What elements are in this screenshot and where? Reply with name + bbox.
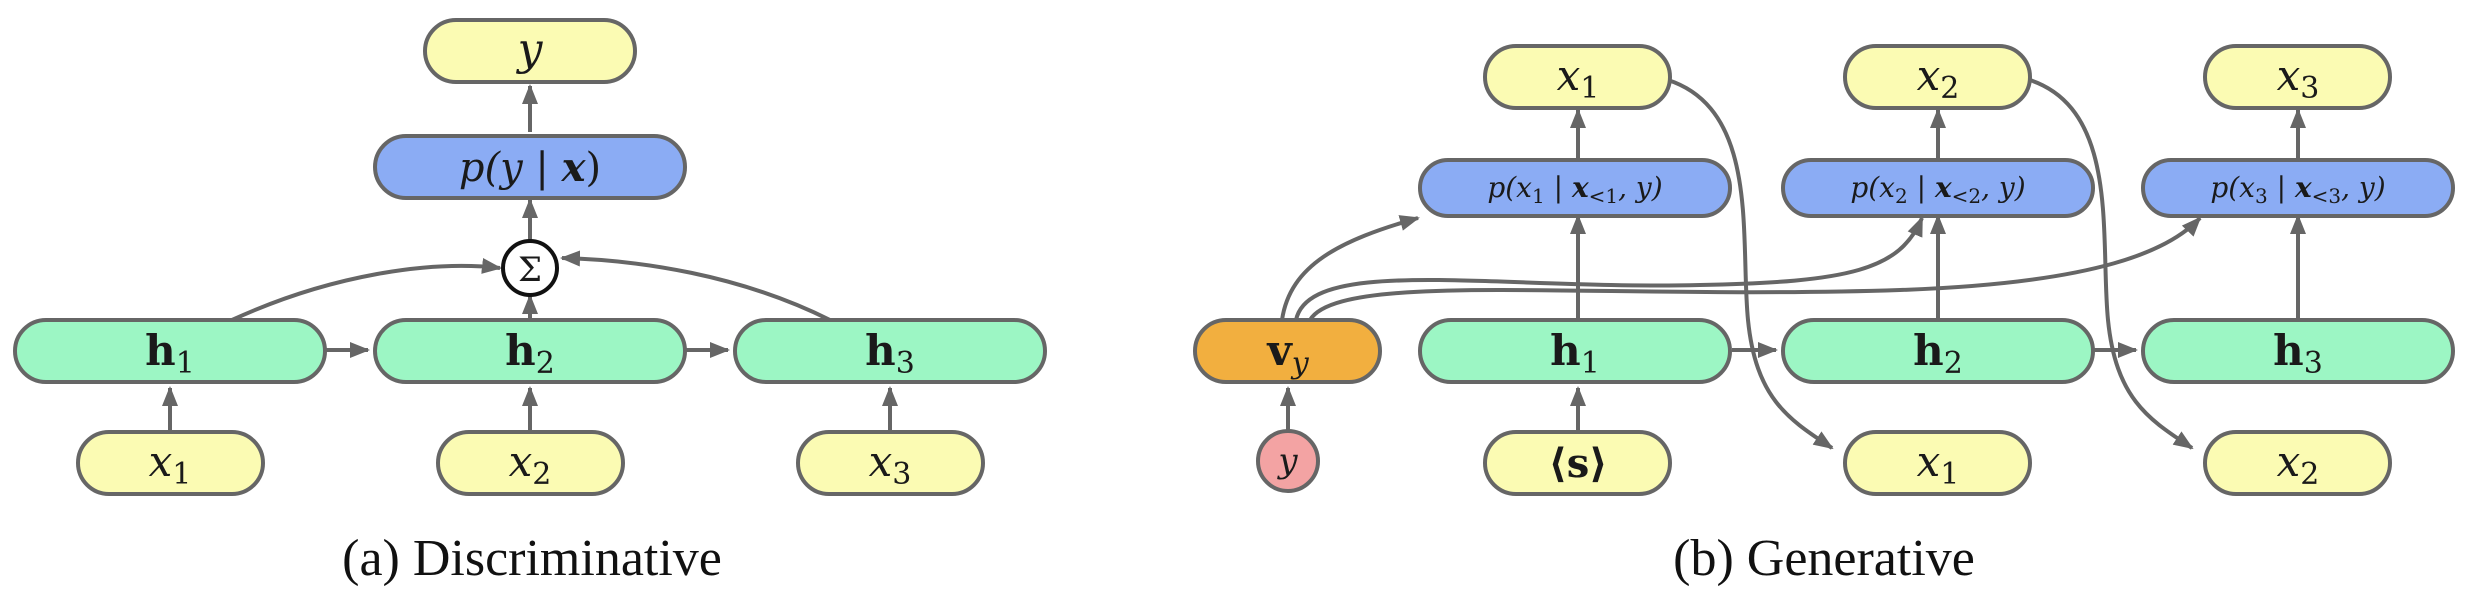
node-a-x1 [76, 430, 265, 496]
edge-h1-sum [231, 258, 502, 322]
node-b-out-x3-label: x3 [2277, 51, 2320, 106]
node-b-p3-label: p(x3 | x<3, y) [2210, 171, 2385, 208]
node-b-in-x1-label: x1 [1917, 437, 1960, 492]
panel-a-edges [162, 84, 898, 430]
node-b-label-input-label: y [1276, 441, 1298, 481]
panel-b-outputs: x1 x2 x3 [1483, 44, 2392, 110]
node-a-x1-label: x1 [149, 437, 192, 492]
node-b-p1 [1418, 158, 1732, 218]
panel-b: x1 x2 x3 p(x1 | x<1, y) p(x2 | x<2, y) p… [1193, 44, 2455, 587]
node-b-out-x2-label: x2 [1917, 51, 1960, 106]
panel-a: y p(y | x) Σ h1 h2 h3 x1 x2 x3 (a) Discr… [13, 18, 1047, 587]
panel-a-hidden: h1 h2 h3 [13, 318, 1047, 384]
node-b-h3-label: h3 [2273, 326, 2323, 381]
node-b-in-x2 [2203, 430, 2392, 496]
node-b-p2 [1781, 158, 2095, 218]
panel-a-caption: (a) Discriminative [342, 530, 722, 587]
node-b-label-input [1256, 429, 1320, 493]
node-a-h1 [13, 318, 327, 384]
node-b-h2 [1781, 318, 2095, 384]
node-b-h3 [2141, 318, 2455, 384]
node-b-in-start [1483, 430, 1672, 496]
panel-a-inputs: x1 x2 x3 [76, 430, 985, 496]
node-a-prob-label: p(y | x) [459, 144, 601, 191]
node-b-p1-label: p(x1 | x<1, y) [1487, 171, 1662, 208]
node-b-label-embedding-label: vy [1266, 326, 1309, 381]
panel-b-hidden: h1 h2 h3 [1418, 318, 2455, 384]
panel-b-inputs: ⟨s⟩ x1 x2 [1483, 430, 2392, 496]
node-b-in-x1 [1843, 430, 2032, 496]
node-b-in-start-label: ⟨s⟩ [1548, 440, 1607, 487]
edge-x1-next [1667, 78, 1834, 450]
node-b-h1 [1418, 318, 1732, 384]
node-b-label-embedding [1193, 318, 1382, 384]
node-b-out-x1 [1483, 44, 1672, 110]
node-b-out-x1-label: x1 [1557, 51, 1600, 106]
node-b-out-x3 [2203, 44, 2392, 110]
node-a-h1-label: h1 [145, 326, 195, 381]
edge-vy-p1 [1280, 215, 1420, 321]
sum-symbol: Σ [518, 250, 542, 290]
node-a-output-label: y [516, 24, 544, 75]
edge-h3-sum [560, 250, 831, 322]
node-b-p3 [2141, 158, 2455, 218]
node-a-h3 [733, 318, 1047, 384]
node-a-h3-label: h3 [865, 326, 915, 381]
edge-x2-next [2029, 78, 2194, 450]
panel-b-caption: (b) Generative [1673, 530, 1975, 587]
node-b-in-x2-label: x2 [2277, 437, 2320, 492]
edge-vy-p3 [1308, 216, 2202, 322]
edge-vy-p2 [1294, 216, 1924, 321]
node-b-out-x2 [1843, 44, 2032, 110]
panel-b-edges [1280, 78, 2306, 450]
panel-b-probs: p(x1 | x<1, y) p(x2 | x<2, y) p(x3 | x<3… [1418, 158, 2455, 218]
node-b-h2-label: h2 [1913, 326, 1963, 381]
node-a-x2 [436, 430, 625, 496]
node-a-h2 [373, 318, 687, 384]
node-a-x3-label: x3 [869, 437, 912, 492]
node-a-prob [373, 134, 687, 200]
node-a-x3 [796, 430, 985, 496]
sum-node [501, 239, 559, 297]
node-a-output [423, 18, 637, 84]
node-a-h2-label: h2 [505, 326, 555, 381]
node-a-x2-label: x2 [509, 437, 552, 492]
node-b-p2-label: p(x2 | x<2, y) [1850, 171, 2025, 208]
node-b-h1-label: h1 [1550, 326, 1600, 381]
